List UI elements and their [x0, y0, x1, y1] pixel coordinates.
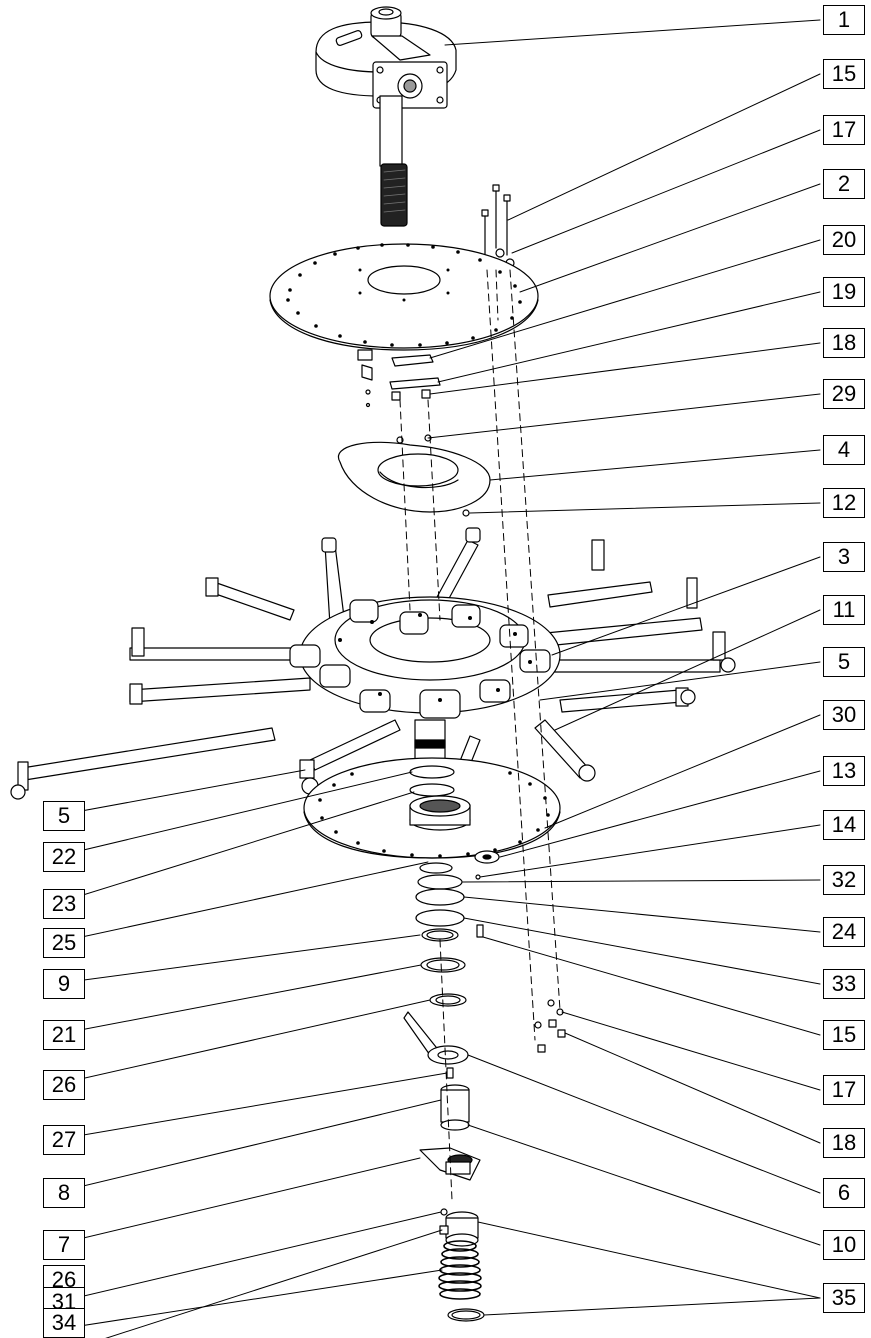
gearbox-assembly-part	[315, 6, 457, 227]
callout-7: 7	[43, 1230, 85, 1260]
callout-22: 22	[43, 842, 85, 872]
callout-32: 32	[823, 865, 865, 895]
callout-29: 29	[823, 379, 865, 409]
bracket-parts	[357, 349, 441, 444]
callout-2: 2	[823, 169, 865, 199]
callout-4: 4	[823, 435, 865, 465]
callout-17: 17	[823, 115, 865, 145]
callout-5-left: 5	[43, 801, 85, 831]
callout-24: 24	[823, 917, 865, 947]
callout-30: 30	[823, 700, 865, 730]
callout-33: 33	[823, 969, 865, 999]
callout-35: 35	[823, 1283, 865, 1313]
callout-5: 5	[823, 647, 865, 677]
callout-17b: 17	[823, 1075, 865, 1105]
leader-lines	[53, 19, 821, 1338]
callout-14: 14	[823, 810, 865, 840]
callout-9: 9	[43, 969, 85, 999]
callout-6: 6	[823, 1178, 865, 1208]
callout-15: 15	[823, 59, 865, 89]
callout-8: 8	[43, 1178, 85, 1208]
callout-23: 23	[43, 889, 85, 919]
rotor-hub-part	[10, 527, 736, 800]
lower-stack-parts	[403, 862, 485, 1322]
assembly-dash-lines	[399, 269, 561, 1201]
callout-10: 10	[823, 1230, 865, 1260]
nuts-part	[534, 999, 566, 1053]
callout-20: 20	[823, 225, 865, 255]
callout-11: 11	[823, 595, 865, 625]
callout-34: 34	[43, 1308, 85, 1338]
callout-18: 18	[823, 328, 865, 358]
callout-21: 21	[43, 1020, 85, 1050]
callout-15b: 15	[823, 1020, 865, 1050]
callout-27: 27	[43, 1125, 85, 1155]
callout-18b: 18	[823, 1128, 865, 1158]
callout-26: 26	[43, 1070, 85, 1100]
upper-plate-part	[269, 243, 539, 351]
callout-25: 25	[43, 928, 85, 958]
cast-housing-part	[337, 441, 491, 517]
callout-1: 1	[823, 5, 865, 35]
callout-3: 3	[823, 542, 865, 572]
lower-plate-part	[303, 757, 561, 880]
bolts-part	[481, 184, 515, 269]
callout-13: 13	[823, 756, 865, 786]
callout-19: 19	[823, 277, 865, 307]
callout-12: 12	[823, 488, 865, 518]
